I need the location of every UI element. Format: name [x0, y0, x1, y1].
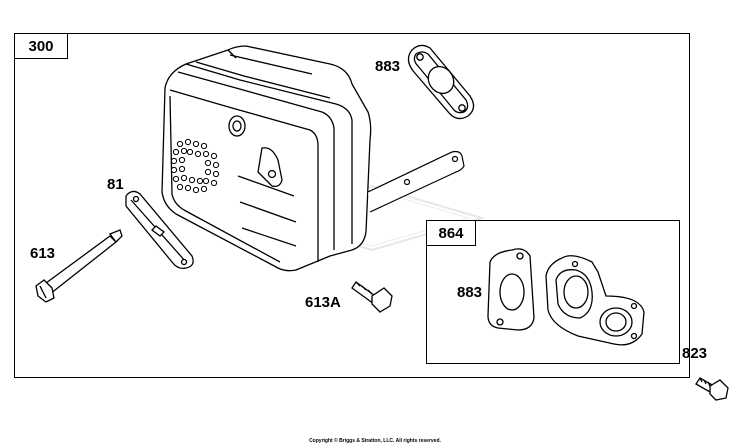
muffler-mount-flange: [367, 150, 465, 213]
muffler: [161, 45, 372, 272]
gasket-top: [407, 44, 475, 120]
short-bolt: [351, 281, 393, 313]
callout-long-bolt: 613: [30, 245, 56, 262]
callout-short-bolt: 613A: [305, 294, 341, 311]
muffler-perforations: [170, 138, 220, 194]
callout-screw: 823: [682, 345, 708, 362]
screw-823: [695, 377, 729, 401]
callout-bracket: 81: [107, 176, 124, 193]
long-bolt: [35, 229, 123, 303]
assembly-label: 300: [14, 33, 68, 59]
exhaust-adapter: [545, 255, 645, 346]
callout-gasket-sub: 883: [457, 284, 483, 301]
assembly-frame: [14, 33, 690, 378]
gasket-sub: [487, 248, 535, 331]
callout-gasket-top: 883: [375, 58, 401, 75]
subassembly-frame: [426, 220, 680, 364]
subassembly-label: 864: [426, 220, 476, 246]
muffler-guard-bracket: [125, 190, 194, 270]
copyright-notice: Copyright © Briggs & Stratton, LLC. All …: [309, 438, 441, 444]
